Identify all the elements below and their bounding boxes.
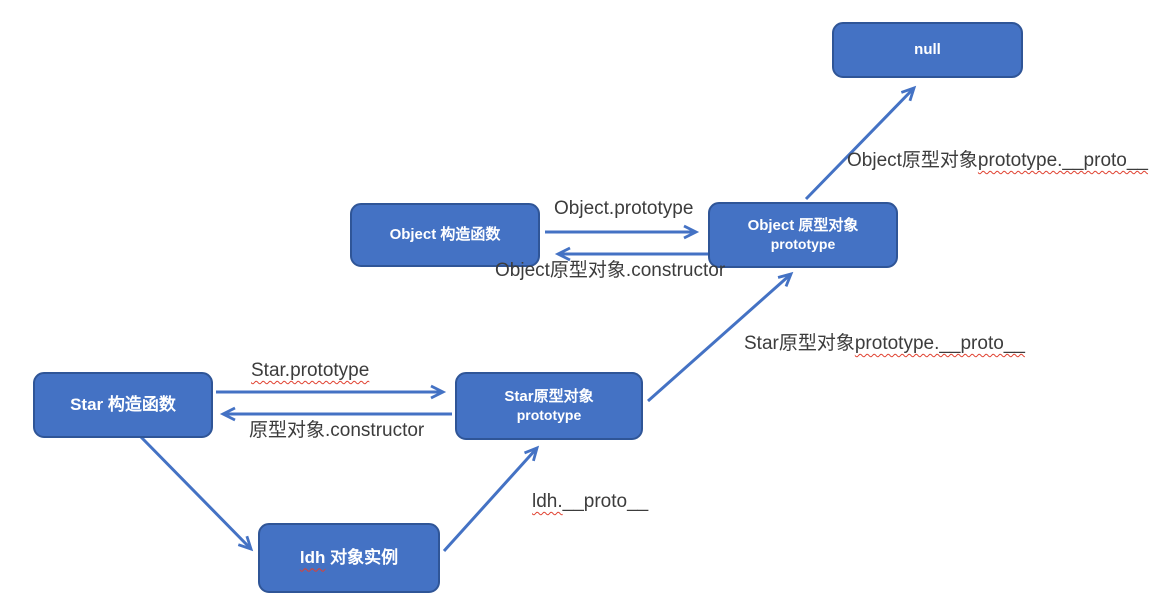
edge-label-object-prototype: Object.prototype: [554, 198, 694, 219]
arrow-star-proto-to-object-proto: [647, 271, 794, 403]
edge-label-star-proto-chain: Star原型对象prototype.__proto__: [744, 333, 1025, 354]
node-star-constructor-label: Star 构造函数: [70, 395, 176, 415]
arrow-ldh-to-star-proto: [442, 445, 540, 553]
node-star-prototype-label-line1: Star原型对象: [504, 387, 594, 405]
node-object-prototype-label-line1: Object 原型对象: [747, 216, 859, 234]
node-ldh-instance-label: ldh 对象实例: [299, 548, 399, 568]
node-null-label: null: [914, 40, 941, 58]
node-object-prototype: Object 原型对象 prototype: [708, 202, 898, 268]
edge-label-object-constructor: Object原型对象.constructor: [495, 260, 726, 281]
node-ldh-instance: ldh 对象实例: [258, 523, 440, 593]
edge-label-star-constructor: 原型对象.constructor: [249, 420, 425, 441]
node-object-constructor-label: Object 构造函数: [389, 225, 501, 243]
node-object-constructor: Object 构造函数: [350, 203, 540, 267]
node-object-prototype-label-line2: prototype: [770, 235, 836, 252]
node-star-prototype: Star原型对象 prototype: [455, 372, 643, 440]
node-star-constructor: Star 构造函数: [33, 372, 213, 438]
edge-label-ldh-proto: ldh.__proto__: [532, 491, 649, 512]
edge-label-star-prototype: Star.prototype: [251, 360, 370, 381]
node-null: null: [832, 22, 1023, 78]
arrow-star-ctor-to-ldh: [139, 435, 254, 552]
edge-label-object-proto-chain: Object原型对象prototype.__proto__: [847, 150, 1148, 171]
node-star-prototype-label-line2: prototype: [516, 406, 582, 423]
arrow-object-proto-to-null: [804, 85, 917, 201]
